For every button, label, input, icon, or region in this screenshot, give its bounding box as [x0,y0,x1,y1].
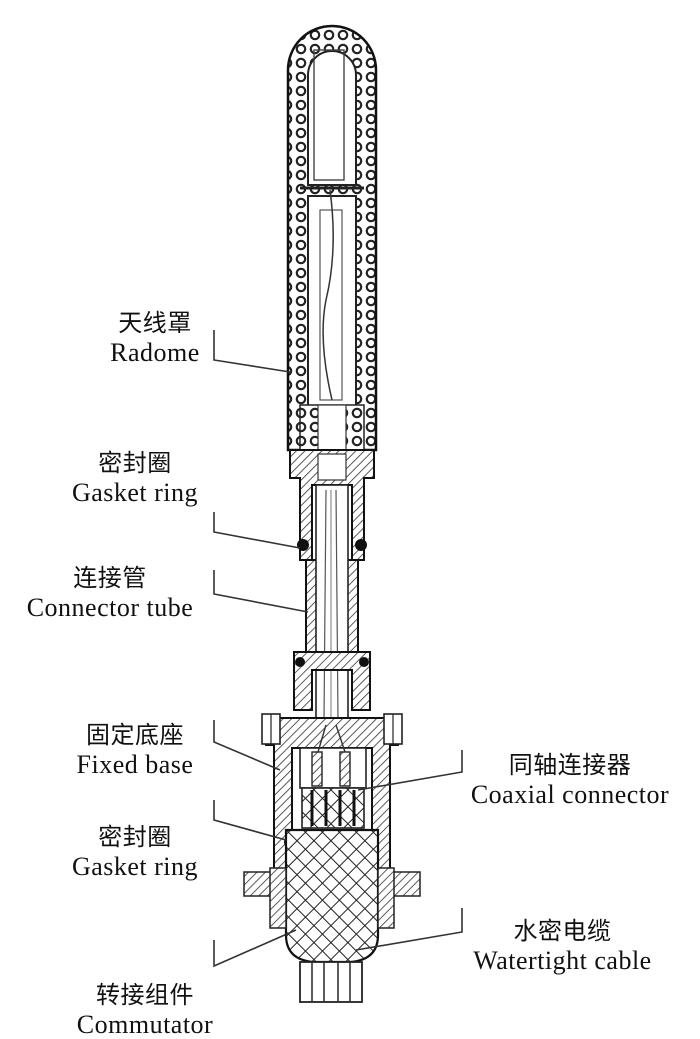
label-gasket-ring-upper: 密封圈 Gasket ring [71,449,199,507]
leader-commutator [213,929,297,968]
leader-fixed-base [213,720,281,771]
label-watertight-cable: 水密电缆 Watertight cable [473,917,652,975]
leader-gasket-upper [213,512,301,549]
label-connector-tube: 连接管 Connector tube [26,564,194,622]
connector-tube [305,484,359,726]
upper-flange [289,449,375,561]
radome-shell [286,24,378,452]
leader-watertight-cable [355,908,463,951]
fixed-base [261,713,403,879]
label-commutator: 转接组件 Commutator [76,981,214,1039]
leader-coaxial-connector [357,750,463,791]
commutator-assembly [243,828,421,964]
label-fixed-base: 固定底座 Fixed base [76,721,194,779]
coaxial-connector [299,724,367,829]
leader-radome [213,330,291,373]
label-coaxial-connector: 同轴连接器 Coaxial connector [470,751,670,809]
lower-coupling [293,651,371,711]
label-gasket-ring-lower: 密封圈 Gasket ring [71,823,199,881]
leader-connector-tube [213,570,309,613]
label-radome: 天线罩 Radome [110,309,200,367]
watertight-cable [299,961,363,1003]
leader-gasket-lower [213,800,287,841]
